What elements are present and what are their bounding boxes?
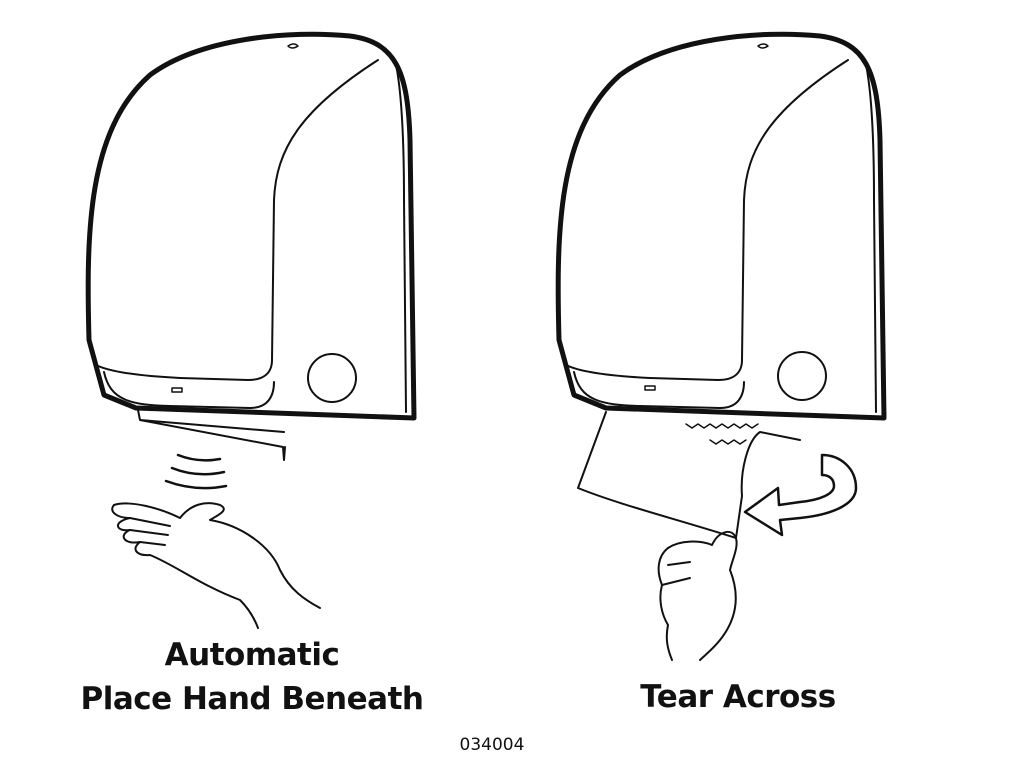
sensor-waves [164,453,228,490]
right-dispenser [555,31,887,421]
pinching-hand [657,530,738,661]
figure-code: 034004 [459,735,525,755]
tear-across-label: Tear Across [640,679,836,715]
automatic-label: Automatic [164,637,340,673]
place-hand-beneath-label: Place Hand Beneath [80,681,424,717]
left-dispenser [85,31,417,461]
tear-direction-arrow-icon [743,453,858,537]
paper-towel [577,411,801,539]
open-hand [111,502,321,629]
